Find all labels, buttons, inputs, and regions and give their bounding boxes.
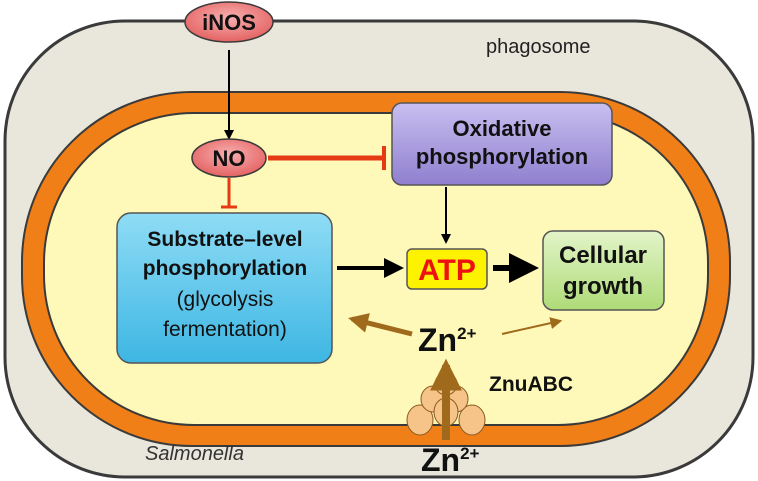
oxidative-label-line1: Oxidative	[452, 116, 551, 141]
oxidative-label-line2: phosphorylation	[416, 144, 588, 169]
atp-box	[406, 248, 488, 290]
no-label: NO	[213, 146, 246, 171]
inos-enzyme	[184, 1, 274, 43]
growth-label-line2: growth	[563, 273, 643, 300]
cellular-growth-box	[542, 230, 665, 311]
oxidative-phosphorylation-box	[391, 102, 613, 186]
znuabc-label: ZnuABC	[489, 373, 573, 396]
zinc-outer-charge: 2+	[460, 444, 479, 463]
substrate-label-line2: phosphorylation	[143, 257, 308, 280]
zinc-outer-symbol: Zn	[421, 442, 460, 478]
transporter-subunit	[406, 404, 434, 436]
substrate-label-line4: fermentation)	[163, 318, 287, 341]
inos-label: iNOS	[202, 10, 256, 35]
zinc-inner-symbol: Zn	[418, 322, 457, 358]
zinc-inner-label: Zn2+	[418, 322, 477, 358]
substrate-level-box	[116, 212, 333, 364]
zinc-inner-charge: 2+	[457, 324, 476, 343]
no-molecule	[191, 138, 267, 178]
zinc-to-growth-arrow	[501, 317, 563, 335]
zinc-outer-label: Zn2+	[421, 442, 480, 478]
growth-label-line1: Cellular	[559, 242, 647, 269]
transporter-subunit	[458, 404, 486, 436]
zinc-to-substrate-arrow	[348, 313, 413, 337]
salmonella-label: Salmonella	[145, 443, 244, 465]
substrate-label-line3: (glycolysis	[177, 288, 274, 311]
phagosome-label: phagosome	[486, 36, 591, 58]
substrate-label-line1: Substrate–level	[147, 228, 302, 251]
atp-label: ATP	[418, 254, 476, 287]
